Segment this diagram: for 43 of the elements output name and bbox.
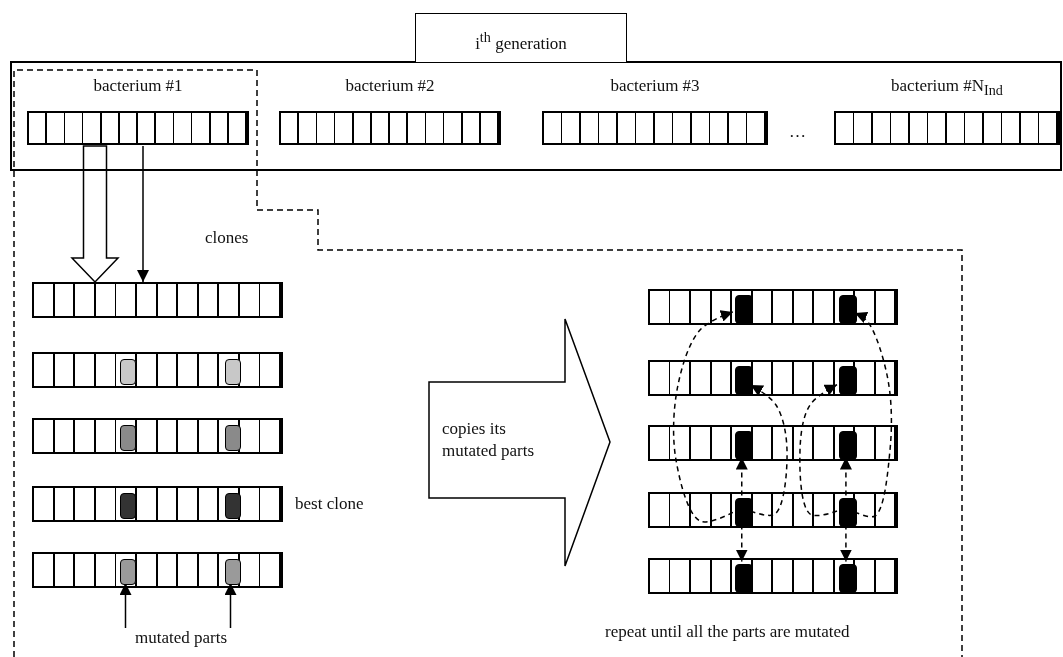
mutated-gene	[224, 359, 241, 385]
mutated-gene	[734, 563, 753, 593]
mutated-gene	[120, 359, 137, 385]
mutated-gene	[839, 294, 857, 324]
arrow-label: copies its mutated parts	[442, 418, 536, 462]
bacterium-label: bacterium #2	[344, 76, 436, 96]
annotation-text: mutated parts	[110, 628, 252, 650]
chromosome-bar	[32, 418, 283, 454]
caption-text: repeat until all the parts are mutated	[605, 622, 850, 642]
chromosome-bar	[648, 492, 898, 528]
ellipsis: …	[789, 122, 806, 142]
dashed-arrow	[799, 383, 838, 517]
mutated-gene	[734, 430, 753, 460]
mutated-gene	[224, 425, 241, 451]
mutated-gene	[120, 425, 137, 451]
chromosome-bar	[32, 552, 283, 588]
bacterium-label: bacterium #1	[92, 76, 184, 96]
side-label: best clone	[295, 494, 364, 514]
bacterium-label: bacterium #3	[609, 76, 701, 96]
chromosome-bar	[648, 360, 898, 396]
mutated-gene	[839, 563, 857, 593]
chromosome-bar	[32, 352, 283, 388]
generation-tab: i$^{th}$ generation	[415, 13, 627, 63]
mutated-gene	[734, 497, 753, 527]
chromosome-bar	[32, 282, 283, 318]
arrow	[137, 145, 149, 283]
mutated-gene	[120, 559, 137, 585]
mutated-gene	[224, 493, 241, 519]
mutated-gene	[839, 365, 857, 395]
chromosome-bar	[648, 289, 898, 325]
mutated-gene	[224, 559, 241, 585]
chromosome-bar	[648, 558, 898, 594]
dashed-arrow	[672, 310, 734, 523]
bacterium-label: bacterium #N$_{Ind}$	[890, 76, 1004, 101]
mutated-gene	[734, 294, 753, 324]
mutated-gene	[839, 430, 857, 460]
mutated-gene	[839, 497, 857, 527]
group-label: clones	[205, 228, 249, 248]
chromosome-bar	[32, 486, 283, 522]
mutated-gene	[120, 493, 137, 519]
mutated-gene	[734, 365, 753, 395]
block-arrow	[70, 145, 120, 284]
chromosome-bar	[648, 425, 898, 461]
